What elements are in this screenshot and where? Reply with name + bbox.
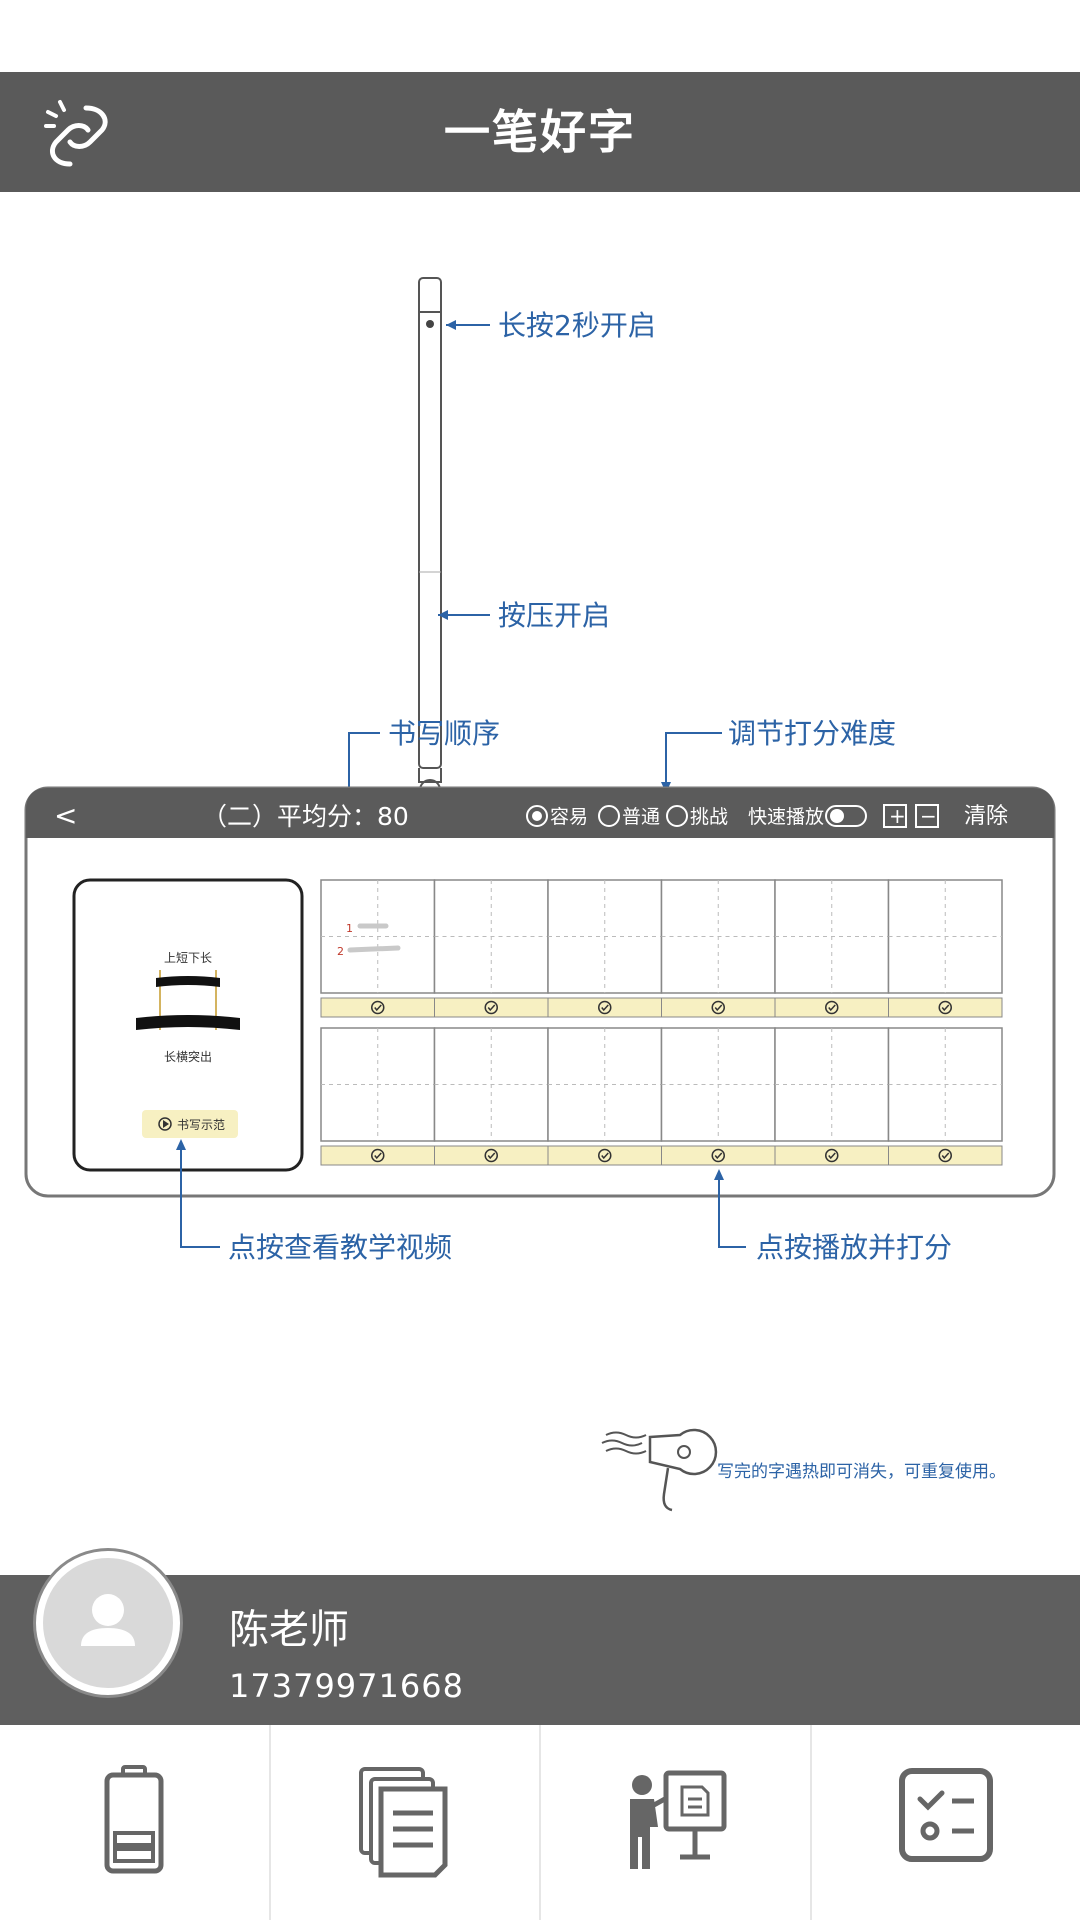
- nav-battery[interactable]: [0, 1725, 271, 1920]
- plus-label: +: [889, 804, 906, 828]
- nav-documents[interactable]: [271, 1725, 541, 1920]
- teacher-phone: 17379971668: [229, 1667, 464, 1705]
- minus-label: −: [920, 804, 937, 828]
- play-score-callout: 点按播放并打分: [756, 1231, 952, 1264]
- check-icon: [371, 1000, 385, 1015]
- demo-button[interactable]: [142, 1110, 238, 1138]
- teacher-presentation-icon: [630, 1770, 727, 1869]
- check-icon: [825, 1148, 839, 1163]
- check-icon: [825, 1000, 839, 1015]
- score-strip[interactable]: [888, 1145, 1003, 1166]
- char-bottom-label: 长横突出: [164, 1049, 212, 1064]
- nav-teaching[interactable]: [541, 1725, 812, 1920]
- check-icon: [598, 1148, 612, 1163]
- clear-button[interactable]: 清除: [964, 804, 1008, 829]
- hair-dryer-icon: [601, 1428, 718, 1512]
- check-icon: [371, 1148, 385, 1163]
- option-normal[interactable]: 普通: [622, 806, 660, 828]
- checklist-icon: [898, 1768, 993, 1862]
- long-press-label: 长按2秒开启: [498, 309, 656, 342]
- check-icon: [484, 1148, 498, 1163]
- practice-panel: < （二）平均分：80 容易 普通 挑战 快速播放 + − 清除 上短下长: [24, 786, 1056, 1198]
- avatar[interactable]: [36, 1551, 180, 1695]
- nav-tasks[interactable]: [812, 1725, 1080, 1920]
- video-callout: 点按查看教学视频: [228, 1231, 452, 1264]
- minus-button[interactable]: [915, 804, 939, 828]
- link-icon[interactable]: [40, 94, 120, 174]
- documents-icon: [358, 1767, 448, 1878]
- check-icon: [938, 1148, 952, 1163]
- bottom-nav: [0, 1725, 1080, 1920]
- app-header: 一笔好字: [0, 72, 1080, 192]
- check-icon: [711, 1148, 725, 1163]
- teacher-name: 陈老师: [229, 1607, 349, 1653]
- writing-grid: [320, 879, 1003, 1166]
- average-score: （二）平均分：80: [202, 802, 409, 831]
- option-easy[interactable]: 容易: [550, 806, 588, 828]
- instruction-illustration: 长按2秒开启 按压开启 书写顺序 调节打分难度 < （二）平均分：80 容易 普…: [0, 192, 1080, 1575]
- option-challenge[interactable]: 挑战: [690, 806, 728, 828]
- stroke-number-1: 1: [346, 922, 353, 935]
- page-title: 一笔好字: [444, 105, 636, 159]
- plus-button[interactable]: [883, 804, 907, 828]
- difficulty-options: 容易 普通 挑战: [526, 805, 728, 828]
- char-top-label: 上短下长: [164, 951, 212, 965]
- difficulty-label: 调节打分难度: [728, 717, 896, 750]
- check-icon: [711, 1000, 725, 1015]
- check-icon: [598, 1000, 612, 1015]
- user-icon: [81, 1594, 135, 1646]
- stroke-number-2: 2: [337, 945, 344, 958]
- back-icon[interactable]: <: [54, 799, 77, 832]
- fast-play-label: 快速播放: [748, 806, 824, 828]
- score-strip[interactable]: [888, 997, 1003, 1018]
- check-icon: [484, 1000, 498, 1015]
- battery-icon: [104, 1765, 164, 1874]
- profile-bar: 陈老师 17379971668: [0, 1551, 1080, 1725]
- demo-button-label: 书写示范: [177, 1118, 225, 1132]
- stroke-order-label: 书写顺序: [388, 717, 500, 750]
- check-icon: [938, 1000, 952, 1015]
- heat-erase-note: 写完的字遇热即可消失，可重复使用。: [717, 1461, 1006, 1482]
- press-label: 按压开启: [498, 599, 610, 632]
- fast-play-toggle[interactable]: [825, 805, 867, 827]
